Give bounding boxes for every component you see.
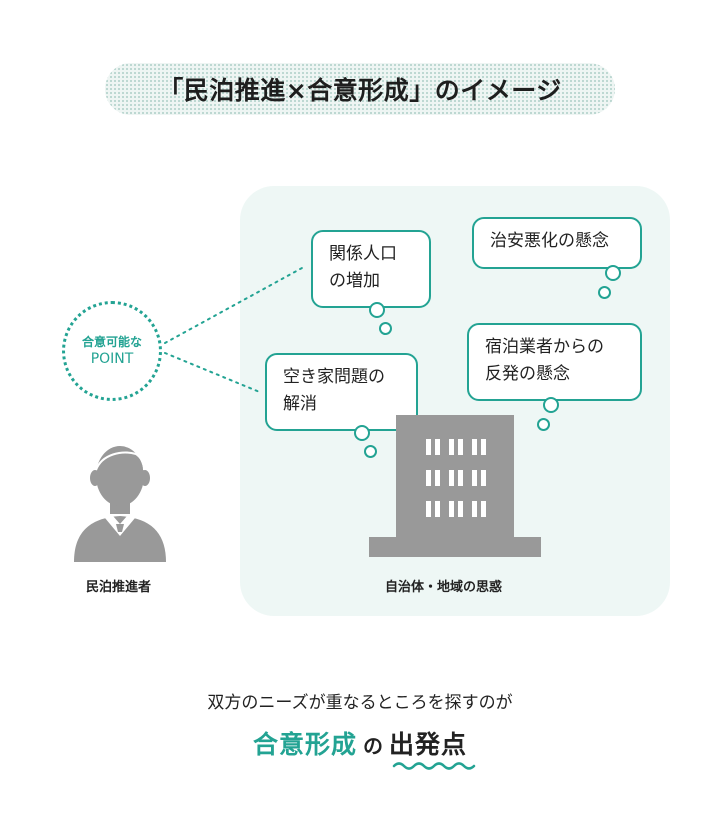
bubble-chian-tail-small [598,286,611,299]
title-pill: 「民泊推進×合意形成」のイメージ [105,63,615,115]
emphasis-black: 出発点 [389,730,468,759]
region-caption: 自治体・地域の思惑 [385,580,503,595]
point-circle: 合意可能な POINT [62,301,162,401]
bubble-shukuhaku-tail-small [537,418,550,431]
person-icon [74,446,166,562]
bubble-kankei-tail-large [369,302,385,318]
bubble-chian: 治安悪化の懸念 [472,217,642,269]
bottom-message: 双方のニーズが重なるところを探すのが [207,693,513,713]
bubble-akiya: 空き家問題の 解消 [265,353,418,431]
point-label-line1: 合意可能な [81,335,142,349]
bubble-kankei-tail-small [379,322,392,335]
connector-line-bottom [164,352,263,394]
bubble-kankei: 関係人口 の増加 [311,230,431,308]
bottom-emphasis: 合意形成の出発点 [0,725,720,761]
emphasis-particle: の [363,734,383,758]
person-caption: 民泊推進者 [86,580,152,595]
diagram-title: 「民泊推進×合意形成」のイメージ [158,76,562,105]
bubble-shukuhaku-tail-large [543,397,559,413]
bubble-chian-tail-large [605,265,621,281]
bubble-akiya-tail-large [354,425,370,441]
bubble-shukuhaku: 宿泊業者からの 反発の懸念 [467,323,642,401]
point-label-line2: POINT [90,351,134,367]
building-icon [369,415,541,557]
bubble-akiya-tail-small [364,445,377,458]
connector-line-top [164,267,303,344]
wavy-underline [392,762,476,770]
emphasis-green: 合意形成 [252,730,357,759]
